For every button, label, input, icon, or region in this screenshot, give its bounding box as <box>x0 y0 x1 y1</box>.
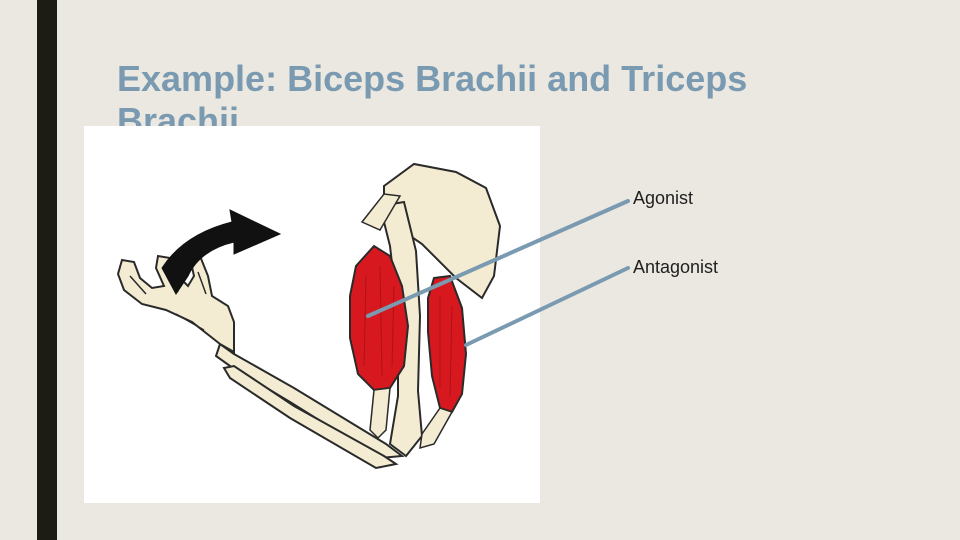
muscle-striations <box>363 265 453 397</box>
curved-arrow-icon <box>161 209 282 295</box>
hand <box>116 254 235 354</box>
arm-diagram-svg <box>116 162 502 470</box>
agonist-label: Agonist <box>633 188 694 208</box>
accent-bar <box>37 0 57 540</box>
antagonist-label: Antagonist <box>633 257 719 277</box>
biceps-distal-tendon <box>369 387 391 440</box>
slide-title: Example: Biceps Brachii and Triceps Brac… <box>117 58 748 141</box>
triceps-muscle <box>427 274 468 414</box>
triceps-tendon <box>419 407 454 450</box>
forearm-ulna <box>222 364 399 470</box>
arm-illustration <box>84 126 540 503</box>
